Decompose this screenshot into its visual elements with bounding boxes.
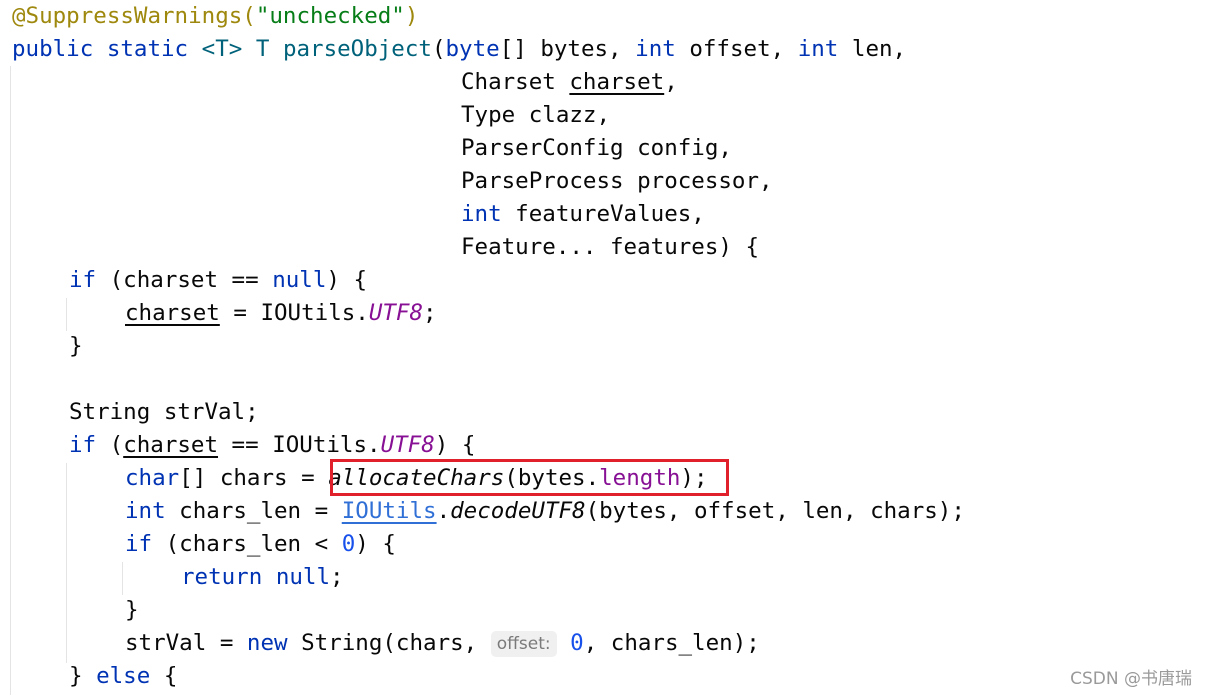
code-line-9: if (charset == null) { [69, 267, 368, 293]
indent-guide [66, 463, 67, 663]
code-line-19: } [125, 597, 139, 623]
code-line-8: Feature... features) { [461, 234, 760, 260]
decode-utf8-call[interactable]: decodeUTF8 [450, 498, 586, 524]
watermark: CSDN @书唐瑞 [1070, 669, 1192, 689]
code-line-20: strVal = new String(chars, offset: 0, ch… [125, 630, 760, 657]
code-line-11: } [69, 333, 83, 359]
code-line-18: return null; [181, 564, 344, 590]
indent-guide [122, 562, 123, 595]
code-line-21: } else { [69, 663, 178, 689]
ioutils-link[interactable]: IOUtils [341, 498, 437, 524]
code-line-13: String strVal; [69, 399, 259, 425]
code-line-10: charset = IOUtils.UTF8; [125, 300, 437, 326]
code-line-17: if (chars_len < 0) { [125, 531, 396, 557]
allocate-chars-call[interactable]: allocateChars [328, 465, 505, 491]
code-line-5: ParserConfig config, [461, 135, 732, 161]
code-line-4: Type clazz, [461, 102, 611, 128]
code-line-15: char[] chars = allocateChars(bytes.lengt… [125, 465, 708, 491]
parameter-hint-offset: offset: [490, 631, 557, 657]
code-line-1: @SuppressWarnings("unchecked") [12, 3, 419, 29]
code-line-16: int chars_len = IOUtils.decodeUTF8(bytes… [125, 498, 965, 524]
code-line-2: public static <T> T parseObject(byte[] b… [12, 36, 907, 62]
code-line-14: if (charset == IOUtils.UTF8) { [69, 432, 476, 458]
indent-guide [10, 66, 11, 695]
code-line-7: int featureValues, [461, 201, 705, 227]
code-line-3: Charset charset, [461, 69, 678, 95]
code-line-6: ParseProcess processor, [461, 168, 773, 194]
highlight-box [330, 459, 729, 496]
indent-guide [66, 298, 67, 331]
method-name[interactable]: parseObject [282, 36, 432, 62]
